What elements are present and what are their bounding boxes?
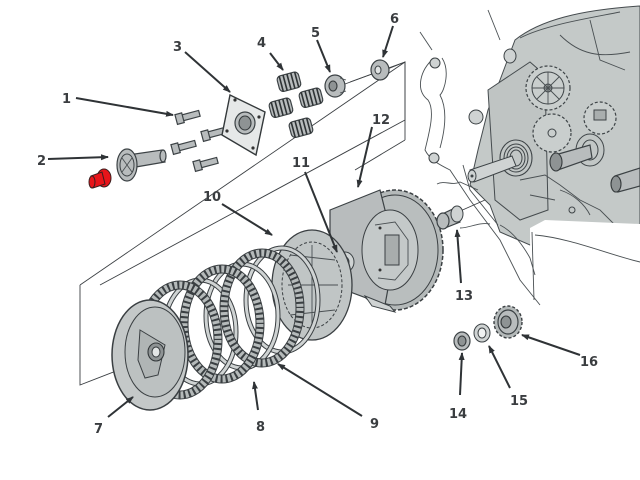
part-6-washer[interactable] — [370, 59, 390, 81]
part-13-collar[interactable] — [436, 205, 464, 230]
leader-lines — [47, 25, 581, 418]
part-15-washer[interactable] — [473, 323, 491, 343]
callout-4: 4 — [257, 36, 266, 51]
engine-crankcase — [467, 5, 640, 480]
countershaft-splined — [549, 144, 593, 172]
callout-10: 10 — [203, 190, 221, 205]
part-14-lock-nut[interactable] — [453, 331, 471, 351]
callout-15: 15 — [510, 394, 528, 409]
callout-1: 1 — [62, 92, 71, 107]
callout-2: 2 — [37, 154, 46, 169]
callout-5: 5 — [311, 26, 320, 41]
callout-11: 11 — [292, 156, 310, 171]
shaft-right — [610, 167, 640, 193]
engine-gear-top — [525, 65, 571, 111]
case-cover-outline — [419, 9, 541, 306]
callout-9: 9 — [370, 417, 379, 432]
crankshaft — [467, 139, 533, 183]
part-7-pressure-plate[interactable] — [111, 299, 189, 411]
callout-13: 13 — [455, 289, 473, 304]
part-2-lifter-rod[interactable] — [116, 148, 167, 182]
part-5-nut[interactable] — [324, 74, 347, 98]
part-2-highlighted-piece[interactable] — [88, 168, 112, 189]
part-16-primary-drive-gear[interactable] — [493, 305, 523, 339]
callout-3: 3 — [173, 40, 182, 55]
callout-7: 7 — [94, 422, 103, 437]
callout-8: 8 — [256, 420, 265, 435]
part-12-clutch-outer[interactable] — [329, 189, 444, 313]
callout-14: 14 — [449, 407, 467, 422]
part-1-bolts[interactable] — [170, 109, 227, 173]
part-3-lifter-plate[interactable] — [221, 93, 266, 157]
shaft-axis-line — [344, 73, 373, 85]
callout-16: 16 — [580, 355, 598, 370]
engine-gear-middle — [532, 113, 572, 153]
engine-gear-right — [583, 101, 617, 135]
callout-6: 6 — [390, 12, 399, 27]
callout-12: 12 — [372, 113, 390, 128]
callout-labels: 1 2 3 4 5 6 7 8 9 10 11 12 13 14 15 16 — [37, 12, 598, 437]
part-4-clutch-springs[interactable] — [268, 71, 324, 139]
